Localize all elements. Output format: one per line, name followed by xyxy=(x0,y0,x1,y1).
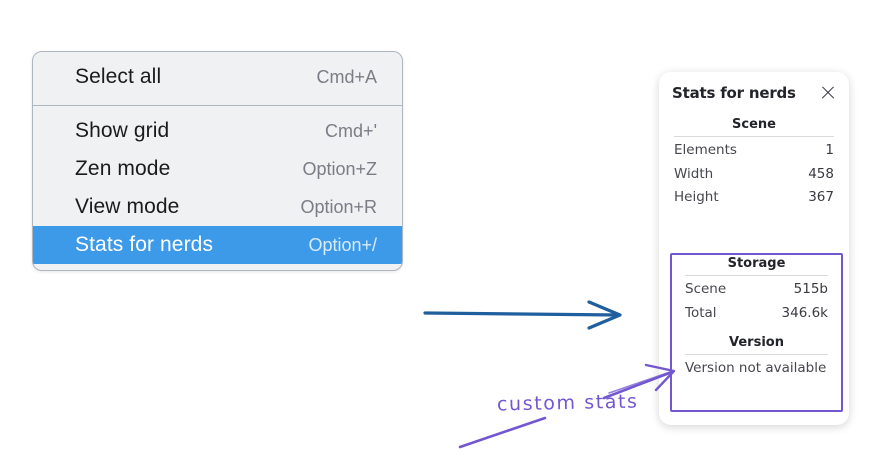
stat-label: Scene xyxy=(685,281,727,297)
version-text: Version not available xyxy=(685,360,827,377)
close-icon[interactable] xyxy=(820,85,836,101)
menu-section-2: Show grid Cmd+' Zen mode Option+Z View m… xyxy=(33,106,402,270)
purple-underline-annotation xyxy=(458,416,547,449)
stat-row: Elements 1 xyxy=(672,139,836,163)
stat-row: Width 458 xyxy=(672,163,836,187)
stats-panel-header: Stats for nerds xyxy=(672,84,836,102)
menu-item-label: Show grid xyxy=(75,119,170,142)
stats-for-nerds-panel: Stats for nerds Scene Elements 1 Width 4… xyxy=(659,72,849,425)
stat-value: 515b xyxy=(793,281,828,297)
blue-arrow-annotation xyxy=(423,300,622,330)
section-rule xyxy=(685,275,828,276)
stat-label: Height xyxy=(674,189,719,206)
menu-item-label: Zen mode xyxy=(75,157,171,180)
menu-item-select-all[interactable]: Select all Cmd+A xyxy=(33,58,402,96)
stat-label: Elements xyxy=(674,142,737,158)
menu-item-shortcut: Option+Z xyxy=(302,158,377,179)
stat-value: 1 xyxy=(825,142,834,158)
menu-item-label: Stats for nerds xyxy=(75,233,214,256)
stat-value: 346.6k xyxy=(781,304,828,321)
version-section-heading: Version xyxy=(729,335,784,351)
custom-stats-content: Storage Scene 515b Total 346.6k Version … xyxy=(672,255,841,376)
menu-section-1: Select all Cmd+A xyxy=(33,52,402,105)
menu-item-label: Select all xyxy=(75,65,162,88)
scene-section: Scene Elements 1 Width 458 Height 367 xyxy=(672,116,836,210)
storage-section-heading: Storage xyxy=(727,256,786,271)
section-rule xyxy=(685,354,828,356)
menu-divider xyxy=(33,105,402,106)
custom-stats-annotation-label: custom stats xyxy=(496,390,639,416)
stat-row: Height 367 xyxy=(672,186,836,210)
menu-item-show-grid[interactable]: Show grid Cmd+' xyxy=(33,112,402,150)
storage-section: Storage Scene 515b Total 346.6k xyxy=(683,255,830,325)
context-menu[interactable]: Select all Cmd+A Show grid Cmd+' Zen mod… xyxy=(32,51,403,271)
menu-item-stats-for-nerds[interactable]: Stats for nerds Option+/ xyxy=(33,226,402,264)
menu-item-shortcut: Cmd+' xyxy=(325,120,377,141)
menu-item-view-mode[interactable]: View mode Option+R xyxy=(33,188,402,226)
menu-item-shortcut: Cmd+A xyxy=(316,66,377,87)
version-section: Version Version not available xyxy=(683,334,830,376)
stat-value: 367 xyxy=(808,189,834,206)
stat-row: Total 346.6k xyxy=(683,302,830,326)
section-rule xyxy=(674,136,834,137)
menu-item-shortcut: Option+/ xyxy=(308,234,377,255)
stat-label: Total xyxy=(685,304,717,321)
menu-item-zen-mode[interactable]: Zen mode Option+Z xyxy=(33,150,402,188)
stat-row: Scene 515b xyxy=(683,278,830,302)
menu-item-shortcut: Option+R xyxy=(300,196,377,217)
stats-panel-title: Stats for nerds xyxy=(672,84,796,102)
scene-section-heading: Scene xyxy=(732,117,776,132)
menu-item-label: View mode xyxy=(75,195,180,218)
stat-label: Width xyxy=(674,165,714,182)
stat-value: 458 xyxy=(808,165,834,182)
